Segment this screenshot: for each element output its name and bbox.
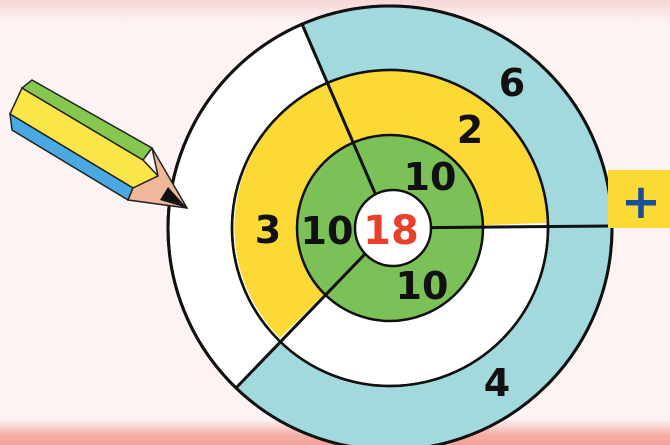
pencil-icon — [10, 80, 187, 208]
add-button[interactable]: + — [608, 170, 670, 230]
inner-ring-value-bottom: 10 — [396, 264, 449, 308]
outer-ring-value-bottom: 4 — [484, 361, 510, 405]
middle-ring-value-right: 2 — [457, 108, 483, 152]
center-value: 18 — [363, 208, 419, 254]
plus-icon[interactable]: + — [621, 174, 661, 230]
inner-ring-value-top: 10 — [404, 155, 457, 199]
outer-ring-value-top: 6 — [499, 61, 525, 105]
middle-ring-value-left: 3 — [255, 208, 281, 252]
inner-ring-value-left: 10 — [301, 209, 354, 253]
